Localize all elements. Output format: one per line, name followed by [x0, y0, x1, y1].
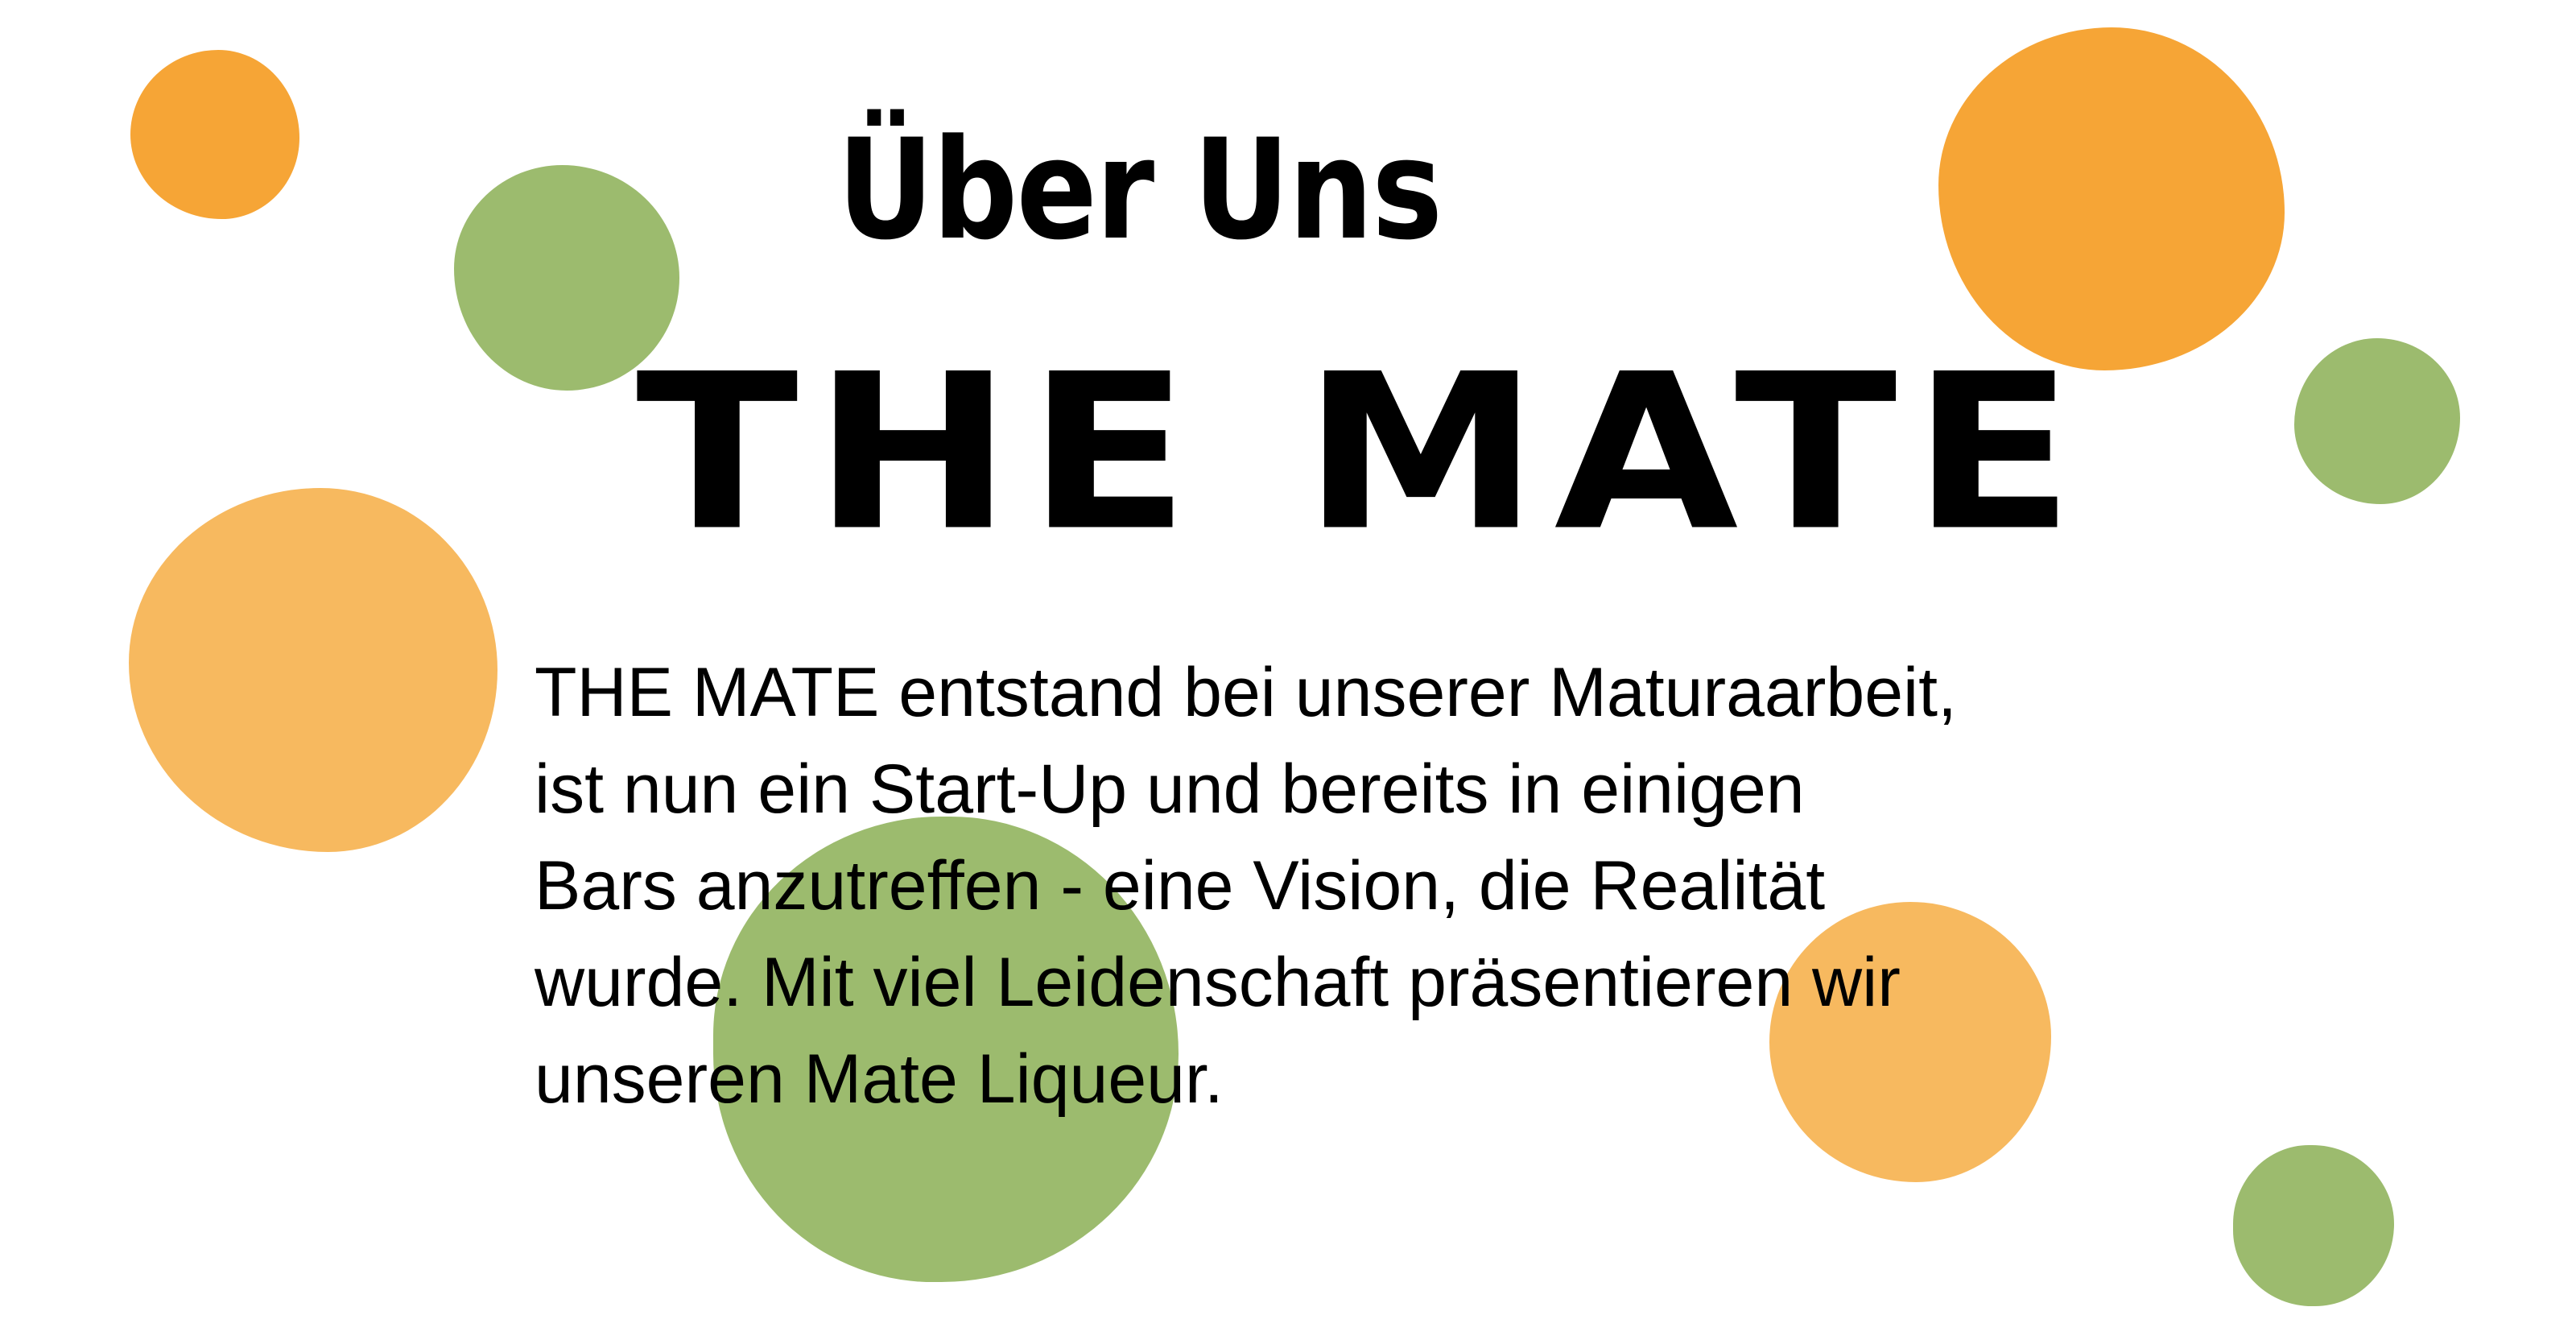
green-blob-bottom-center — [713, 817, 1179, 1282]
orange-blob-bottom-right — [1769, 902, 2051, 1182]
section-subtitle: Über Uns — [837, 109, 1443, 271]
green-blob-right — [2294, 338, 2460, 504]
green-blob-bottom-right — [2233, 1145, 2394, 1306]
orange-blob-top-left — [130, 50, 299, 219]
about-paragraph: THE MATE entstand bei unserer Maturaarbe… — [535, 654, 1957, 1118]
orange-blob-top-right — [1938, 27, 2285, 370]
orange-blob-left — [129, 488, 497, 852]
green-blob-upper-left — [454, 165, 679, 391]
brand-title: THE MATE — [636, 328, 2090, 578]
